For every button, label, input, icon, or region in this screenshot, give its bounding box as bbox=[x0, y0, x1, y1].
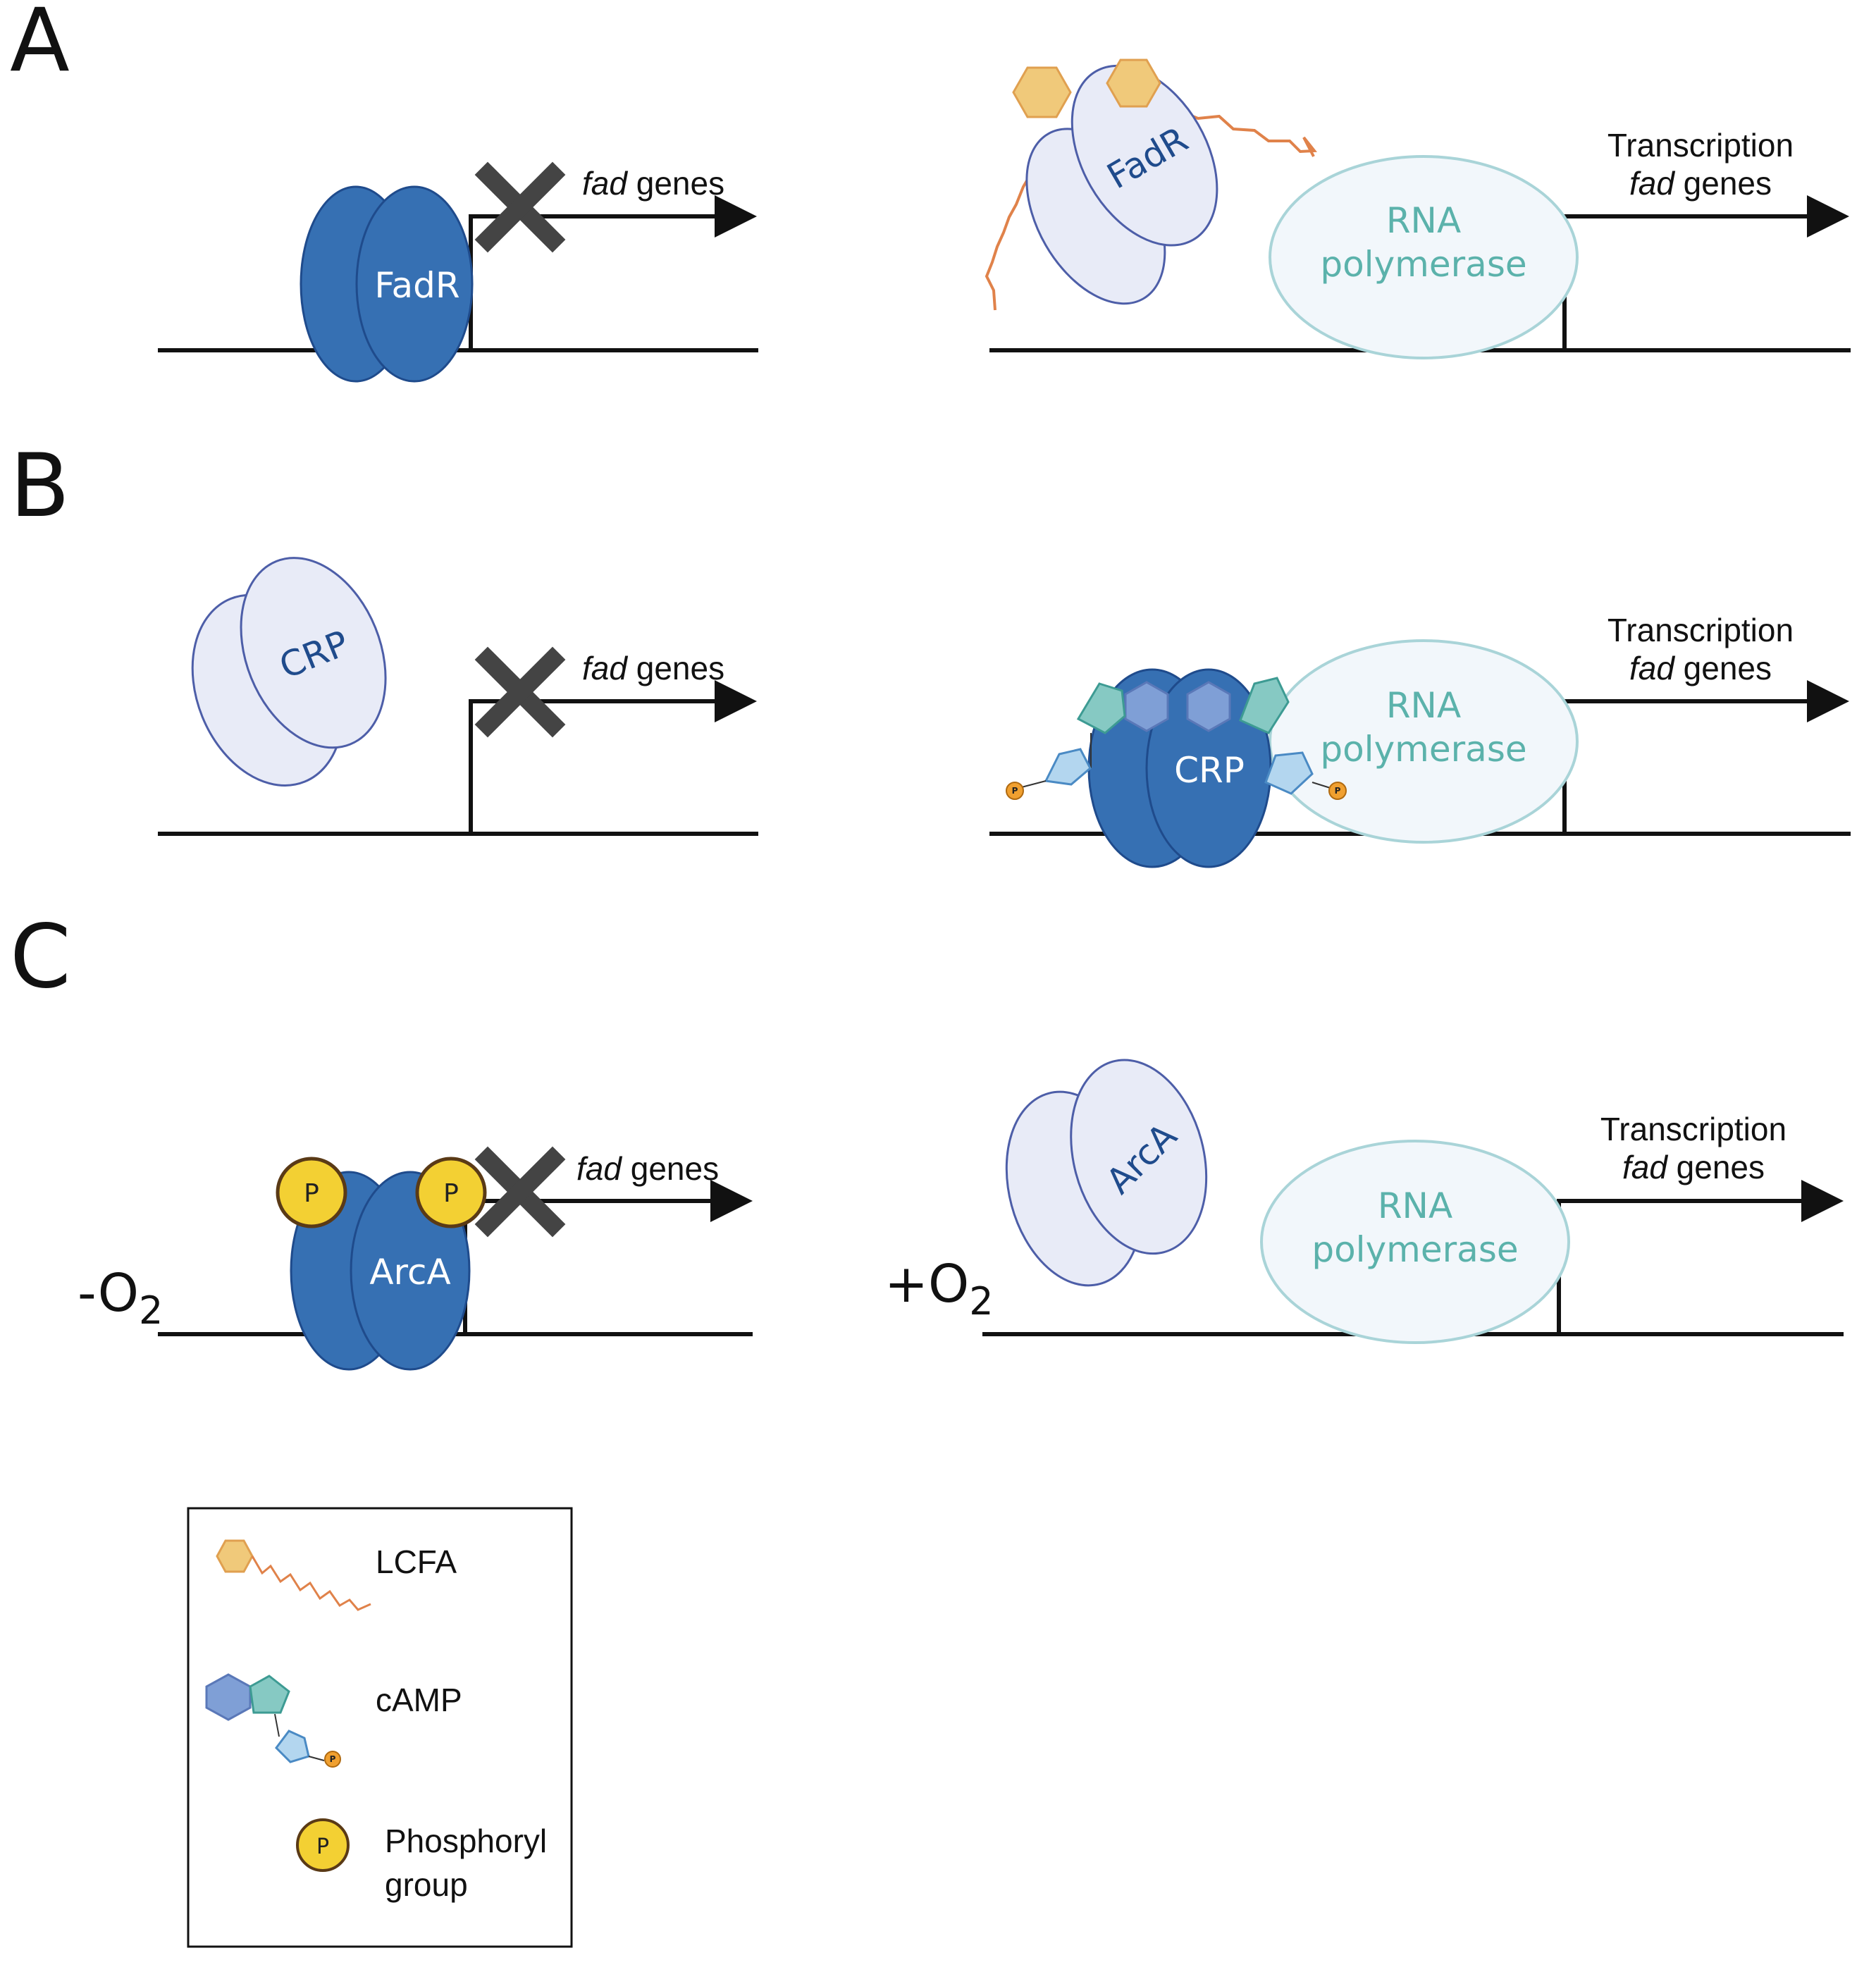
transcription-label: Transcription bbox=[1607, 127, 1794, 164]
rna-polymerase bbox=[1269, 639, 1579, 844]
phosphoryl-icon: P bbox=[415, 1157, 487, 1228]
panel-c-left: -O2 ArcA P P fad genes bbox=[78, 1146, 753, 1371]
promoter-arrow bbox=[469, 195, 757, 350]
arca-label: ArcA bbox=[369, 1252, 450, 1293]
phosphoryl-letter: P bbox=[316, 1835, 329, 1859]
fadr-dimer-front bbox=[355, 185, 474, 383]
rna-polymerase bbox=[1260, 1140, 1570, 1344]
panel-letter-c: C bbox=[10, 906, 71, 1008]
camp-p-letter: P bbox=[330, 1754, 336, 1764]
oxygen-condition-label: -O2 bbox=[78, 1263, 163, 1333]
crp-label: CRP bbox=[1174, 750, 1245, 791]
gene-label: fad genes bbox=[1629, 165, 1772, 202]
gene-label: fad genes bbox=[582, 650, 724, 686]
phosphoryl-icon: P bbox=[296, 1818, 350, 1872]
fadr-dimer-front bbox=[1070, 64, 1218, 247]
panel-c-right: +O2 RNA polymerase ArcA Transcription fa… bbox=[884, 1059, 1844, 1344]
rnap-label-line1: RNA bbox=[1386, 200, 1461, 241]
block-x-icon bbox=[474, 161, 566, 253]
block-x-icon bbox=[474, 1146, 566, 1238]
panel-b-left: CRP fad genes bbox=[158, 557, 758, 836]
promoter-arrow bbox=[469, 680, 757, 834]
phosphoryl-letter: P bbox=[443, 1179, 459, 1208]
panel-letter-a: A bbox=[10, 0, 70, 92]
transcription-label: Transcription bbox=[1607, 612, 1794, 648]
phosphoryl-letter: P bbox=[304, 1179, 319, 1208]
camp-icon: P bbox=[1006, 681, 1169, 800]
transcription-label: Transcription bbox=[1600, 1111, 1786, 1147]
fadr-label: FadR bbox=[374, 265, 459, 306]
rnap-label-line1: RNA bbox=[1386, 685, 1461, 726]
gene-label: fad genes bbox=[582, 165, 724, 202]
panel-c: C -O2 ArcA P P fad genes bbox=[10, 906, 1844, 1371]
panel-b-right: RNA polymerase CRP P P bbox=[989, 612, 1851, 868]
block-x-icon bbox=[474, 646, 566, 738]
panel-a: A FadR fad genes RNA polymerase bbox=[10, 0, 1851, 383]
gene-label: fad genes bbox=[1622, 1149, 1765, 1185]
lcfa-icon bbox=[216, 1539, 371, 1611]
promoter-arrow bbox=[1562, 680, 1849, 834]
rnap-label-line2: polymerase bbox=[1320, 729, 1526, 770]
legend-label-phosphoryl-line1: Phosphoryl bbox=[385, 1823, 547, 1859]
camp-p-letter: P bbox=[1335, 786, 1341, 796]
lcfa-head-icon bbox=[1012, 66, 1072, 118]
arca-dimer-front bbox=[1070, 1059, 1208, 1255]
rnap-label-line1: RNA bbox=[1378, 1185, 1452, 1226]
legend-label-lcfa: LCFA bbox=[376, 1543, 457, 1580]
oxygen-condition-label: +O2 bbox=[884, 1254, 994, 1324]
promoter-arrow bbox=[463, 1180, 753, 1334]
legend: LCFA P cAMP P Phosphoryl group bbox=[187, 1507, 573, 1948]
promoter-arrow bbox=[1557, 1180, 1844, 1334]
lcfa-head-icon bbox=[1106, 58, 1161, 108]
camp-p-letter: P bbox=[1012, 786, 1018, 796]
rnap-label-line2: polymerase bbox=[1312, 1229, 1518, 1270]
promoter-arrow bbox=[1562, 195, 1849, 350]
legend-box bbox=[187, 1507, 573, 1948]
panel-a-right: RNA polymerase FadR Transcription fad ge… bbox=[985, 58, 1851, 359]
camp-icon: P bbox=[1186, 677, 1347, 800]
panel-a-left: FadR fad genes bbox=[158, 161, 758, 383]
rnap-label-line2: polymerase bbox=[1320, 244, 1526, 285]
phosphoryl-icon: P bbox=[276, 1157, 347, 1228]
crp-dimer-front bbox=[240, 557, 387, 749]
panel-letter-b: B bbox=[10, 436, 70, 537]
rna-polymerase bbox=[1269, 155, 1579, 359]
panel-b: B CRP fad genes RNA polymerase bbox=[10, 436, 1851, 868]
gene-label: fad genes bbox=[1629, 650, 1772, 686]
gene-label: fad genes bbox=[576, 1150, 719, 1187]
legend-label-phosphoryl-line2: group bbox=[385, 1866, 468, 1903]
camp-icon: P bbox=[205, 1673, 341, 1768]
legend-label-camp: cAMP bbox=[376, 1682, 462, 1718]
